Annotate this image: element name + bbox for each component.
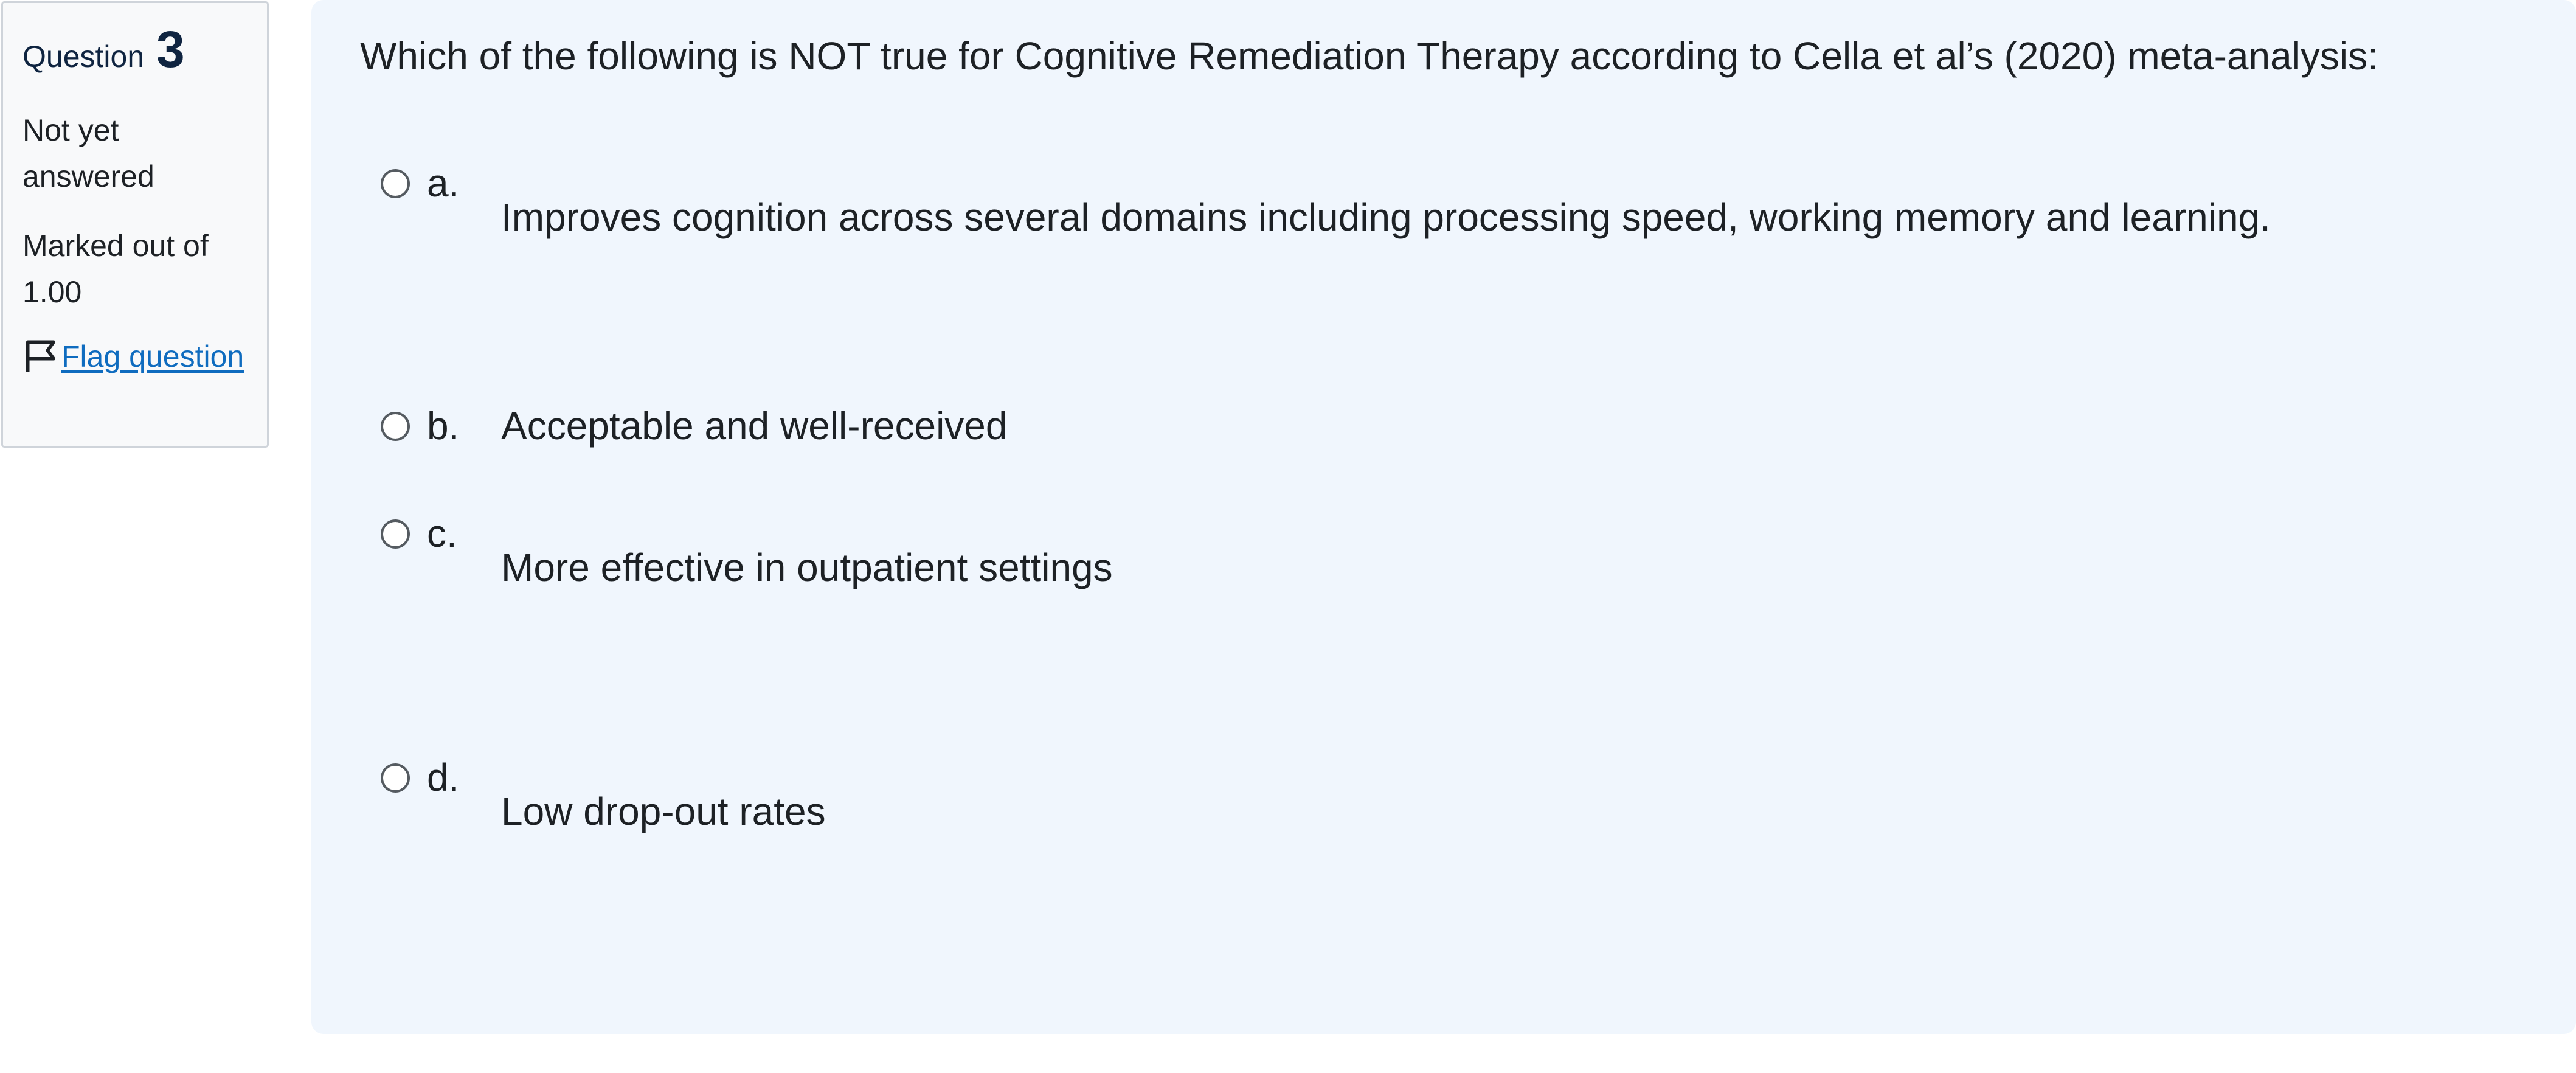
question-text: Which of the following is NOT true for C…	[360, 34, 2378, 78]
question-content-panel: Which of the following is NOT true for C…	[311, 0, 2576, 1034]
question-heading: Question 3	[23, 19, 248, 80]
option-letter: b.	[427, 404, 460, 448]
question-info-panel: Question 3 Not yet answered Marked out o…	[1, 1, 269, 448]
flag-icon[interactable]	[23, 338, 59, 375]
answer-option-b[interactable]: b. Acceptable and well-received	[381, 405, 2509, 490]
option-text[interactable]: Improves cognition across several domain…	[501, 195, 2271, 239]
answer-option-d[interactable]: d. Low drop-out rates	[381, 756, 2509, 841]
radio-unchecked-icon[interactable]	[381, 412, 410, 441]
flag-question-link[interactable]: Flag question	[61, 339, 244, 373]
option-letter: d.	[427, 755, 460, 799]
option-letter: a.	[427, 161, 460, 205]
answer-option-c[interactable]: c. More effective in outpatient settings	[381, 512, 2509, 597]
question-state: Not yet answered	[23, 113, 154, 193]
question-number: 3	[156, 21, 185, 78]
option-letter: c.	[427, 512, 457, 555]
question-grade: Marked out of 1.00	[23, 228, 209, 309]
flag-question-control[interactable]: Flag question	[23, 333, 248, 380]
option-text[interactable]: Acceptable and well-received	[501, 404, 1008, 448]
answer-option-a[interactable]: a. Improves cognition across several dom…	[381, 162, 2509, 247]
radio-unchecked-icon[interactable]	[381, 519, 410, 549]
radio-unchecked-icon[interactable]	[381, 169, 410, 198]
radio-unchecked-icon[interactable]	[381, 763, 410, 793]
question-label: Question	[23, 40, 145, 74]
option-text[interactable]: More effective in outpatient settings	[501, 546, 1113, 589]
option-text[interactable]: Low drop-out rates	[501, 790, 826, 833]
